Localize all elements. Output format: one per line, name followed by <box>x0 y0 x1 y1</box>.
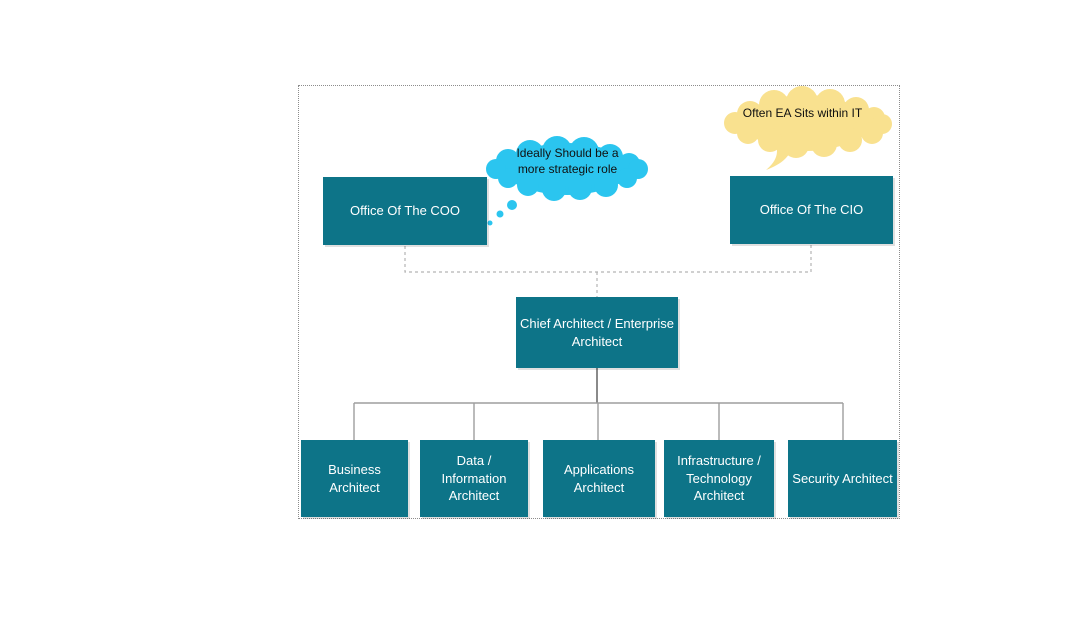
cloud-callout-shape <box>724 86 892 170</box>
org-box-applications-architect: Applications Architect <box>543 440 655 517</box>
org-box-applications-architect-label: Applications Architect <box>563 461 635 495</box>
org-box-coo-label: Office Of The COO <box>349 203 461 219</box>
org-box-infrastructure-technology-architect-label: Infrastructure / Technology Architect <box>677 453 761 504</box>
org-box-cio: Office Of The CIO <box>730 176 893 244</box>
org-box-coo: Office Of The COO <box>323 177 487 245</box>
org-box-data-information-architect: Data / Information Architect <box>420 440 528 517</box>
cloud-callout-within-it-text: Often EA Sits within IT <box>742 106 863 120</box>
org-box-security-architect-label: Security Architect <box>792 470 893 486</box>
org-box-business-architect-label: Business Architect <box>328 461 381 495</box>
org-box-cio-label: Office Of The CIO <box>759 202 864 218</box>
org-box-chief-architect-label: Chief Architect / Enterprise Architect <box>520 315 674 349</box>
org-box-chief-architect: Chief Architect / Enterprise Architect <box>516 297 678 368</box>
org-box-infrastructure-technology-architect: Infrastructure / Technology Architect <box>664 440 774 517</box>
diagram-frame-border <box>298 85 900 519</box>
org-box-business-architect: Business Architect <box>301 440 408 517</box>
thought-cloud-shape <box>486 136 648 226</box>
thought-bubble-strategic-text: Ideally Should be a more strategic role <box>516 146 619 176</box>
org-box-security-architect: Security Architect <box>788 440 897 517</box>
thought-bubble-strategic <box>486 136 648 226</box>
cloud-callout-within-it <box>724 86 892 170</box>
org-box-data-information-architect-label: Data / Information Architect <box>441 453 507 504</box>
